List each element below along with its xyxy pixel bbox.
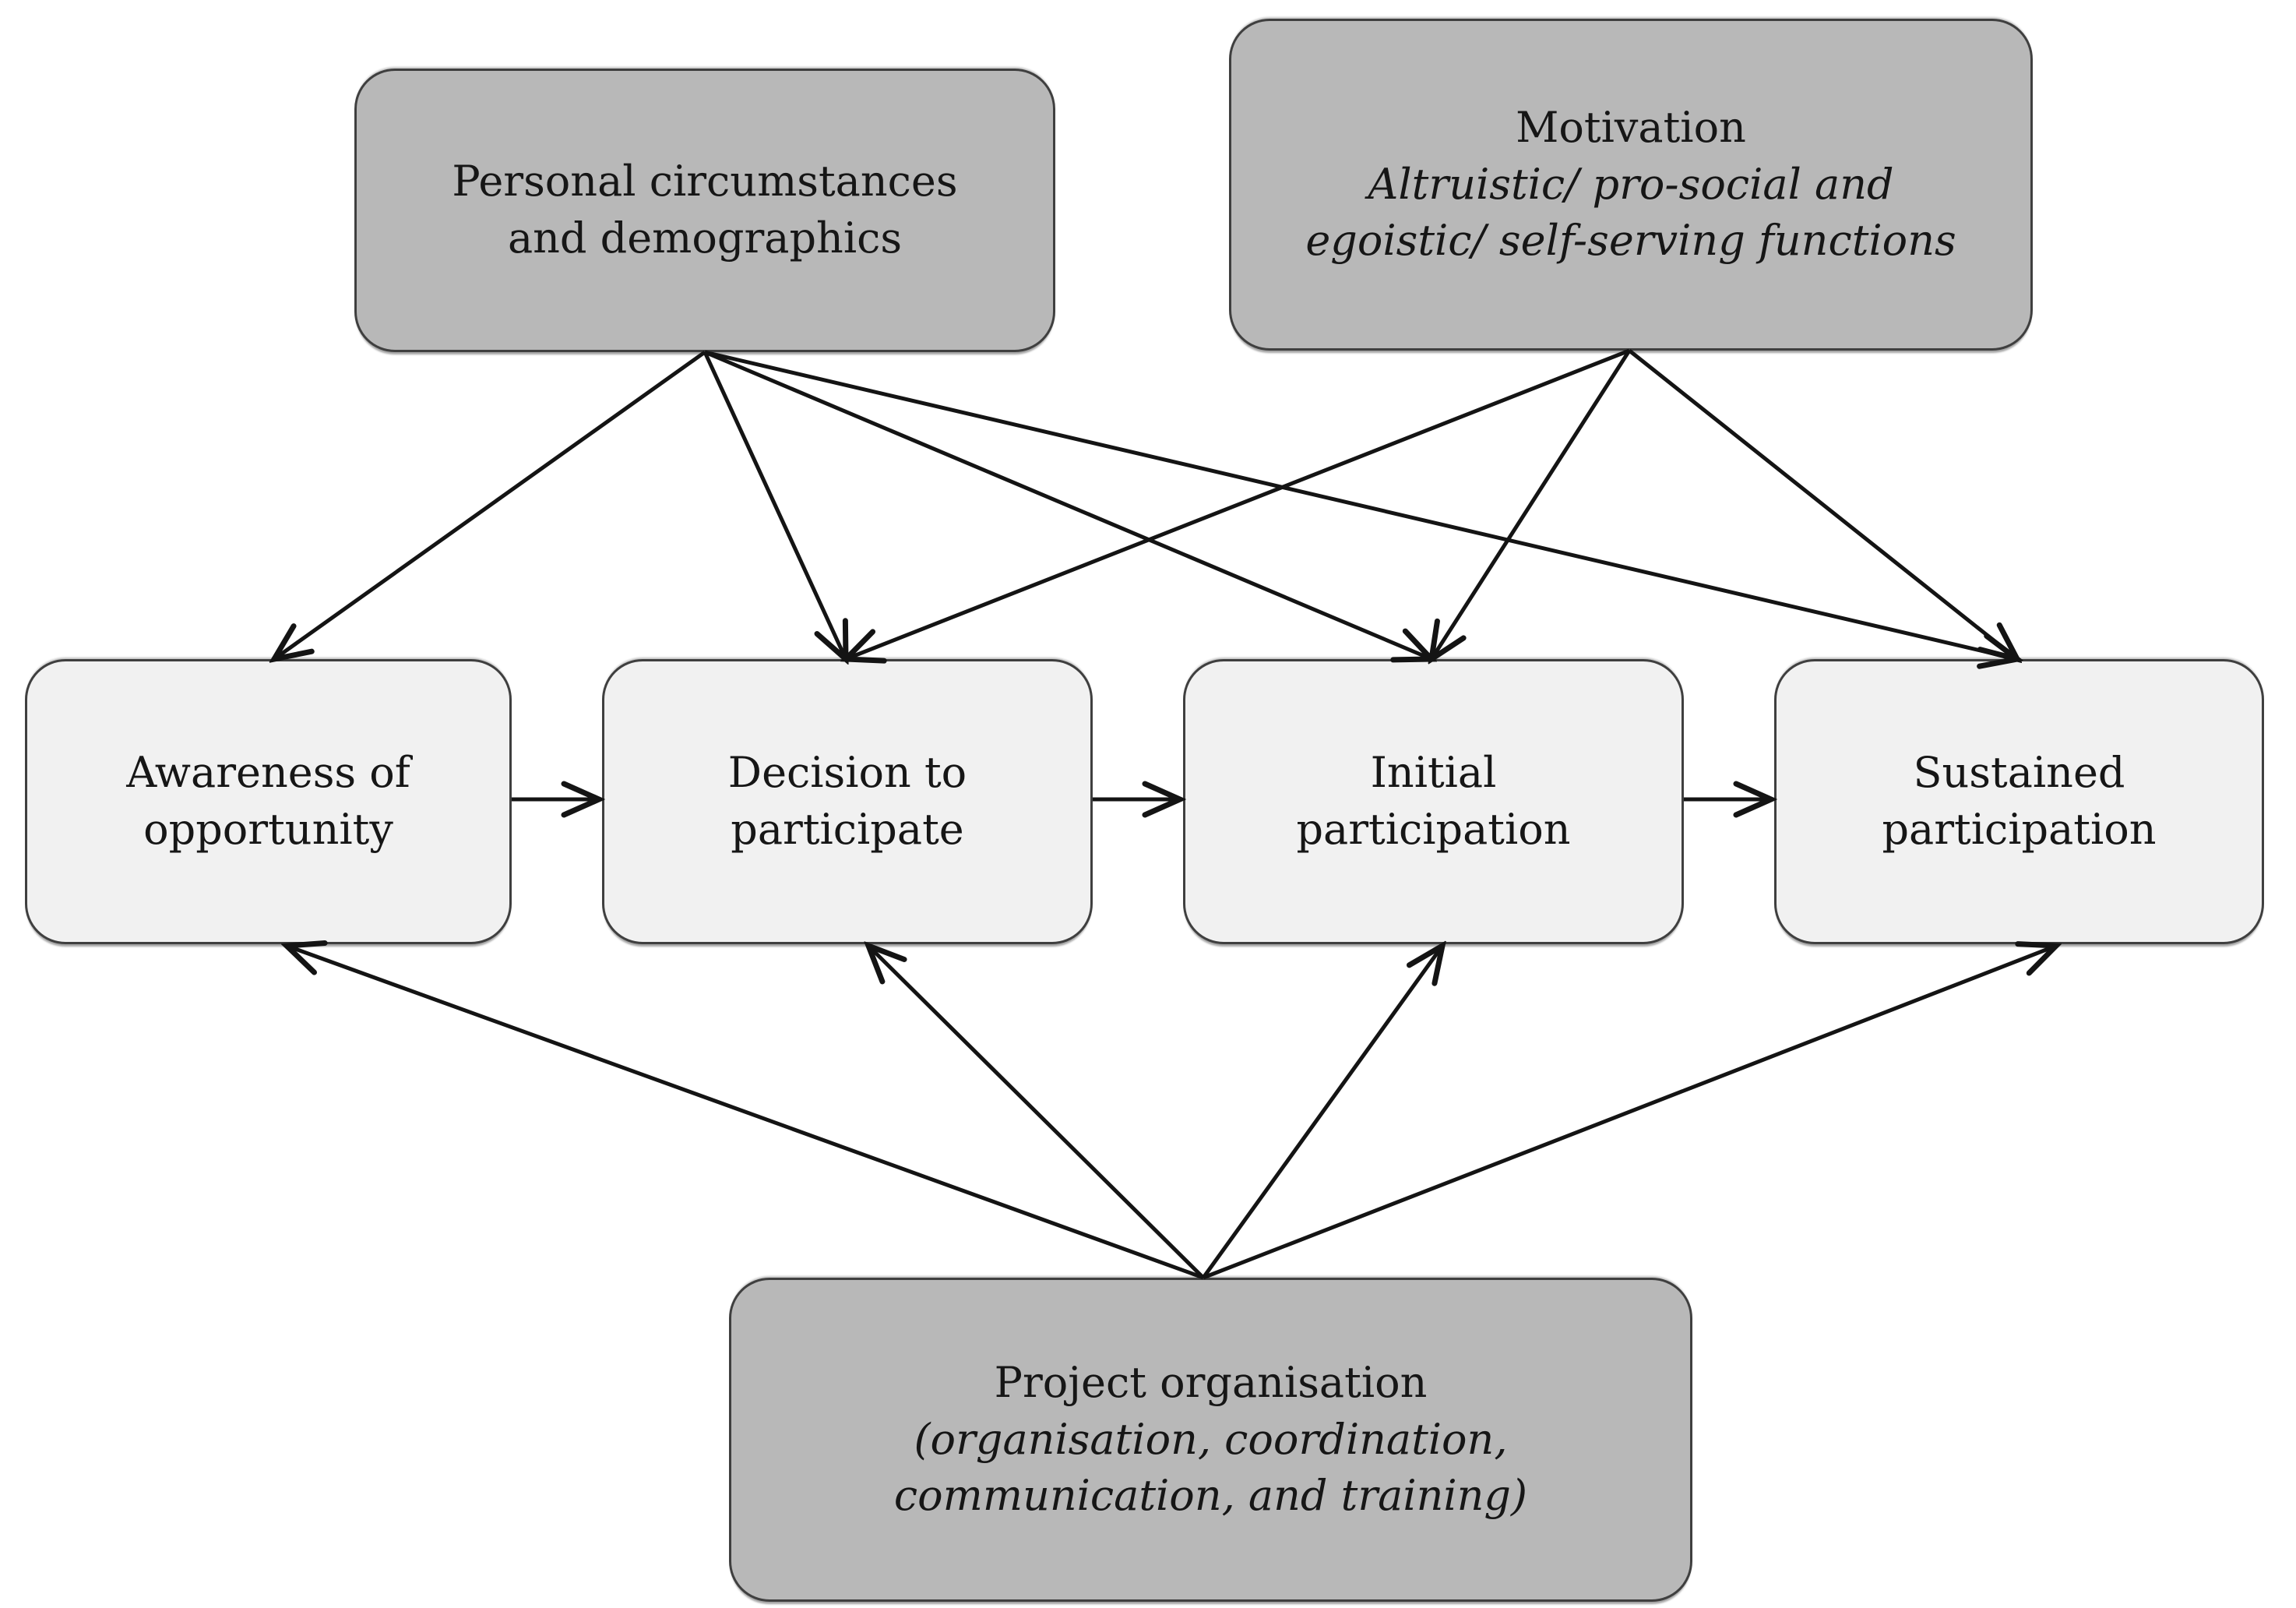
- edge-personal-initial: [704, 350, 1431, 659]
- edge-personal-sustained: [704, 350, 2017, 659]
- node-motivation: Motivation Altruistic/ pro-social and eg…: [1229, 19, 2033, 351]
- edge-personal-decision: [703, 351, 846, 659]
- edge-motivation-initial: [1431, 349, 1632, 659]
- node-initial-participation: Initial participation: [1183, 659, 1684, 944]
- node-decision-label: Decision to participate: [727, 748, 967, 854]
- edge-project-sustained: [1203, 946, 2056, 1280]
- node-sustained-label: Sustained participation: [1882, 748, 2157, 854]
- node-project-organisation: Project organisation (organisation, coor…: [729, 1278, 1692, 1602]
- node-awareness-label: Awareness of opportunity: [126, 748, 410, 854]
- edge-project-initial: [1201, 946, 1442, 1279]
- node-personal-circumstances: Personal circumstances and demographics: [354, 69, 1055, 352]
- node-decision-to-participate: Decision to participate: [602, 659, 1093, 944]
- edge-project-awareness: [287, 946, 1204, 1280]
- node-motivation-sublabel: Altruistic/ pro-social and egoistic/ sel…: [1305, 159, 1956, 266]
- node-project-sublabel: (organisation, coordination, communicati…: [893, 1414, 1528, 1521]
- edge-motivation-sustained: [1628, 349, 2017, 659]
- node-awareness-of-opportunity: Awareness of opportunity: [25, 659, 512, 944]
- node-sustained-participation: Sustained participation: [1774, 659, 2264, 944]
- node-initial-label: Initial participation: [1296, 748, 1571, 854]
- edge-motivation-decision: [846, 348, 1630, 659]
- node-motivation-label: Motivation: [1516, 102, 1746, 152]
- node-personal-circumstances-label: Personal circumstances and demographics: [452, 157, 958, 263]
- edge-personal-awareness: [274, 350, 706, 659]
- edge-project-decision: [868, 946, 1205, 1279]
- node-project-label: Project organisation: [994, 1357, 1428, 1407]
